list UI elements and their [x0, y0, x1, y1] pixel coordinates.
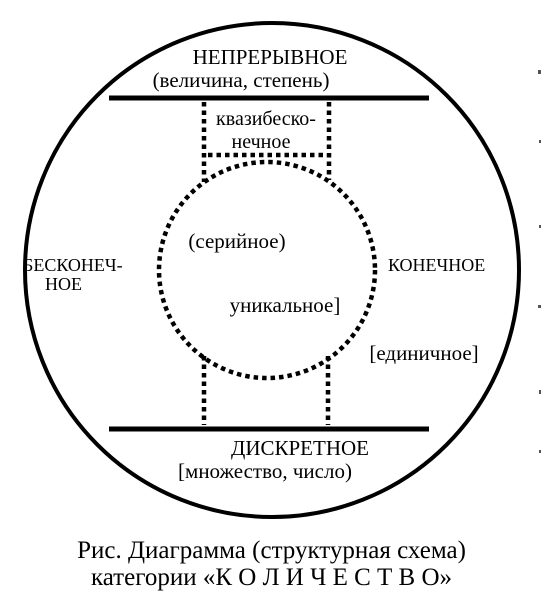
continuous-sublabel: (величина, степень) [153, 68, 330, 92]
serial-label: (серийное) [188, 229, 285, 253]
continuous-label: НЕПРЕРЫВНОЕ [193, 45, 348, 69]
figure-caption-line-2: категории «К О Л И Ч Е С Т В О» [90, 564, 453, 591]
single-label: [единичное] [369, 341, 478, 365]
quasi-infinite-line-1: квазибеско- [216, 108, 316, 130]
discrete-sublabel: [множество, число) [178, 459, 352, 483]
quasi-infinite-line-2: нечное [232, 131, 291, 153]
outer-circle [23, 21, 521, 519]
discrete-label: ДИСКРЕТНОЕ [231, 436, 369, 460]
inner-dotted-circle [156, 159, 378, 381]
infinite-label-line-1: БЕСКОНЕЧ- [23, 255, 123, 275]
unique-label: уникальное] [230, 293, 341, 317]
finite-label: КОНЕЧНОЕ [388, 255, 485, 275]
infinite-label-line-2: НОЕ [45, 274, 82, 294]
figure-caption-line-1: Рис. Диаграмма (структурная схема) [77, 537, 466, 564]
quantity-diagram: НЕПРЕРЫВНОЕ (величина, степень) квазибес… [23, 21, 541, 519]
right-edge-artifacts [538, 70, 541, 453]
